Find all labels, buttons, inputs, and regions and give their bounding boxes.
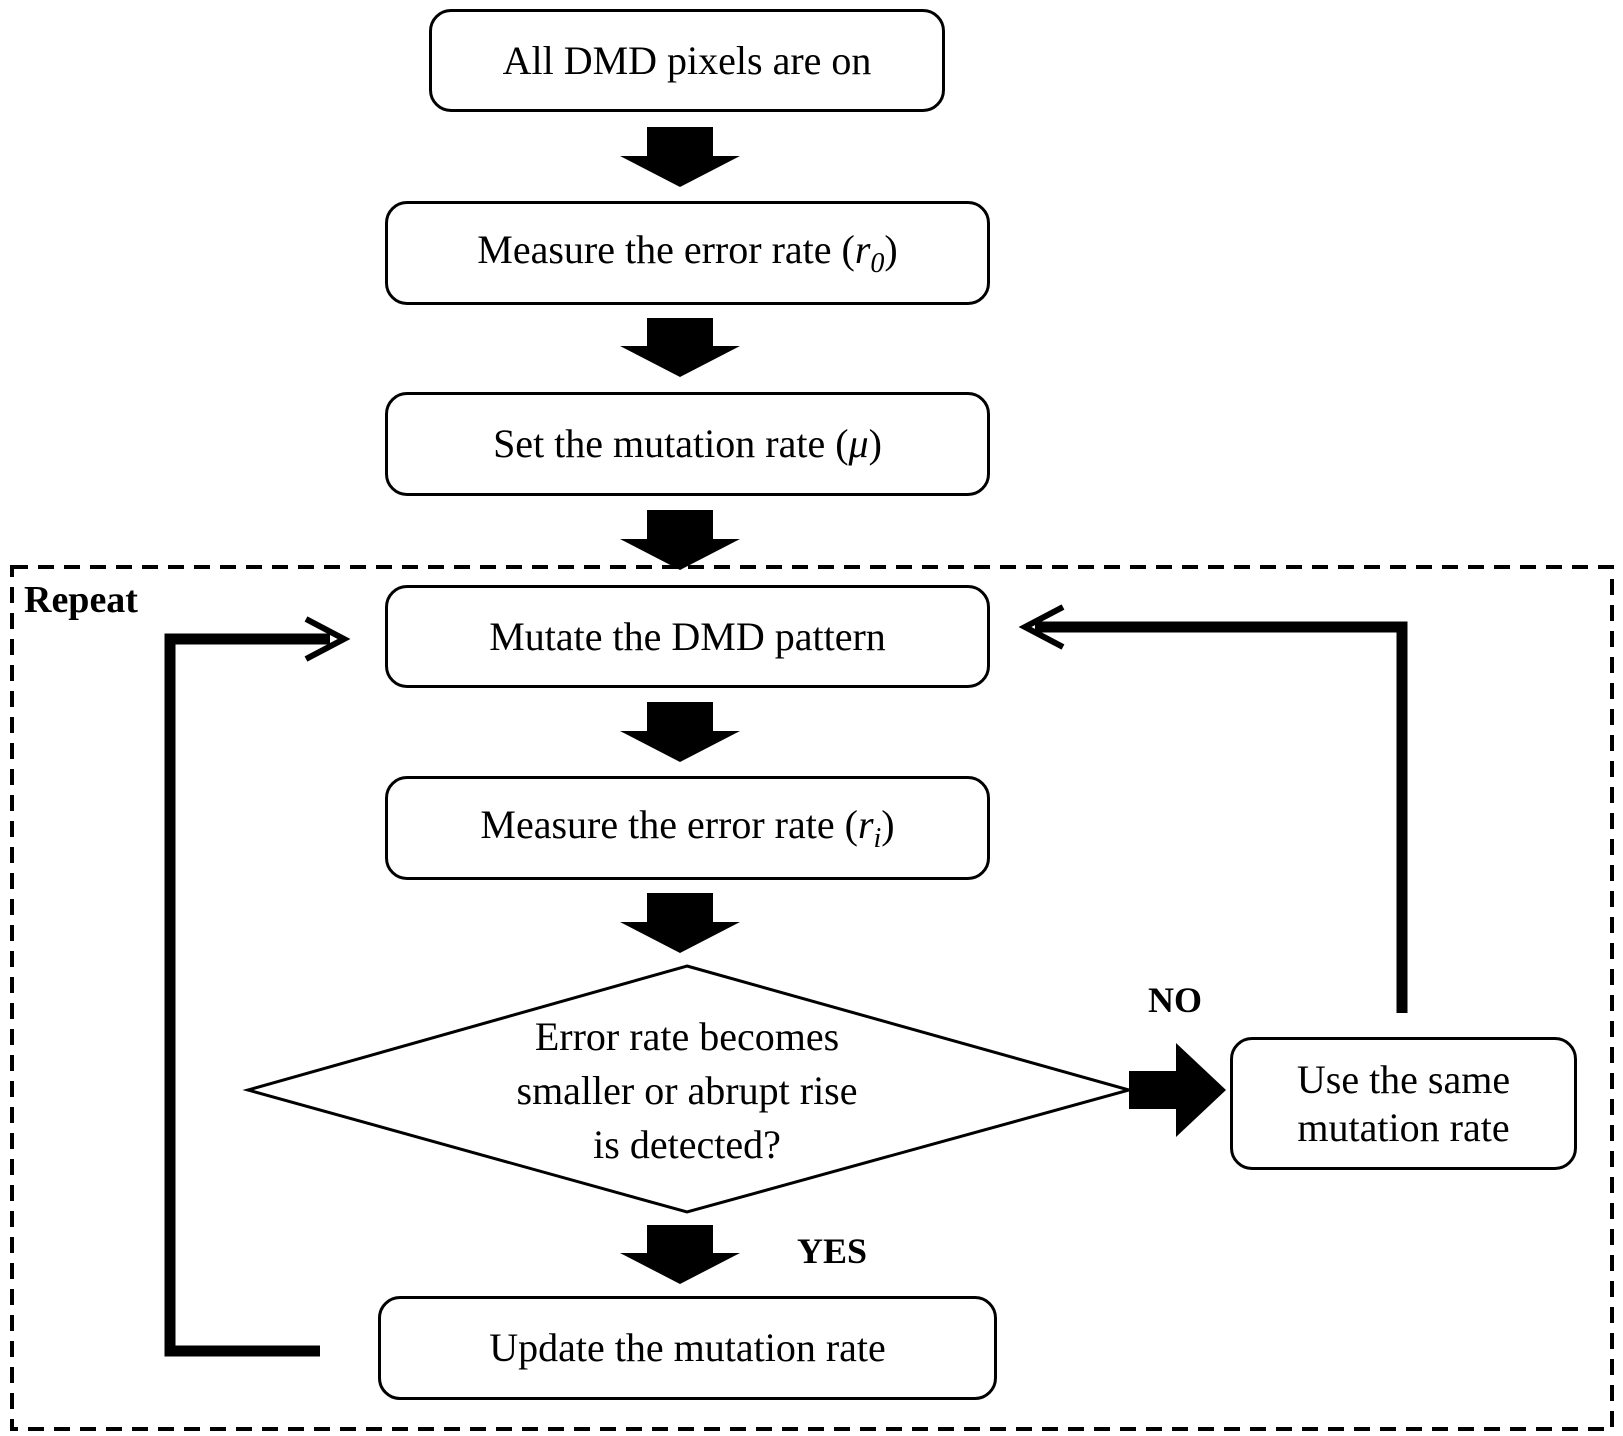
down-arrow-1 xyxy=(620,127,740,187)
step-set-mutation-rate: Set the mutation rate (μ) xyxy=(385,392,990,496)
step-update-mutation-rate-label: Update the mutation rate xyxy=(489,1325,886,1370)
same-rate-line-1: Use the same xyxy=(1296,1056,1511,1102)
step-measure-ri-label: Measure the error rate (ri) xyxy=(480,801,895,854)
arrowhead-right-loop xyxy=(1018,604,1065,650)
step-mutate-pattern: Mutate the DMD pattern xyxy=(385,585,990,688)
step-all-pixels-on-label: All DMD pixels are on xyxy=(502,37,872,83)
decision-text: Error rate becomes smaller or abrupt ris… xyxy=(440,1010,934,1172)
step-measure-r0: Measure the error rate (r0) xyxy=(385,201,990,305)
step-set-mutation-rate-label: Set the mutation rate (μ) xyxy=(493,421,882,466)
repeat-label: Repeat xyxy=(24,579,138,621)
down-arrow-5 xyxy=(620,893,740,953)
loop-line-update-rate xyxy=(164,633,330,1357)
loop-line-same-rate xyxy=(1035,621,1408,1013)
arrowhead-left-loop xyxy=(304,616,351,662)
step-same-mutation-rate: Use the same mutation rate xyxy=(1230,1037,1577,1170)
right-arrow-no xyxy=(1129,1043,1226,1137)
branch-label-yes: YES xyxy=(797,1231,868,1271)
step-update-mutation-rate: Update the mutation rate xyxy=(378,1296,997,1400)
step-measure-r0-label: Measure the error rate (r0) xyxy=(477,226,898,279)
down-arrow-3 xyxy=(620,510,740,570)
branch-label-no: NO xyxy=(1148,980,1202,1020)
repeat-loop-frame xyxy=(10,565,1614,1431)
step-measure-ri: Measure the error rate (ri) xyxy=(385,776,990,880)
decision-line-3: is detected? xyxy=(593,1122,781,1167)
down-arrow-4 xyxy=(620,702,740,762)
same-rate-line-2: mutation rate xyxy=(1297,1104,1510,1150)
decision-line-2: smaller or abrupt rise xyxy=(516,1068,858,1113)
step-mutate-pattern-label: Mutate the DMD pattern xyxy=(489,613,886,659)
decision-line-1: Error rate becomes xyxy=(534,1014,840,1059)
down-arrow-2 xyxy=(620,318,740,377)
step-all-pixels-on: All DMD pixels are on xyxy=(429,9,945,112)
down-arrow-yes xyxy=(620,1225,740,1284)
decision-diamond xyxy=(242,964,1135,1214)
